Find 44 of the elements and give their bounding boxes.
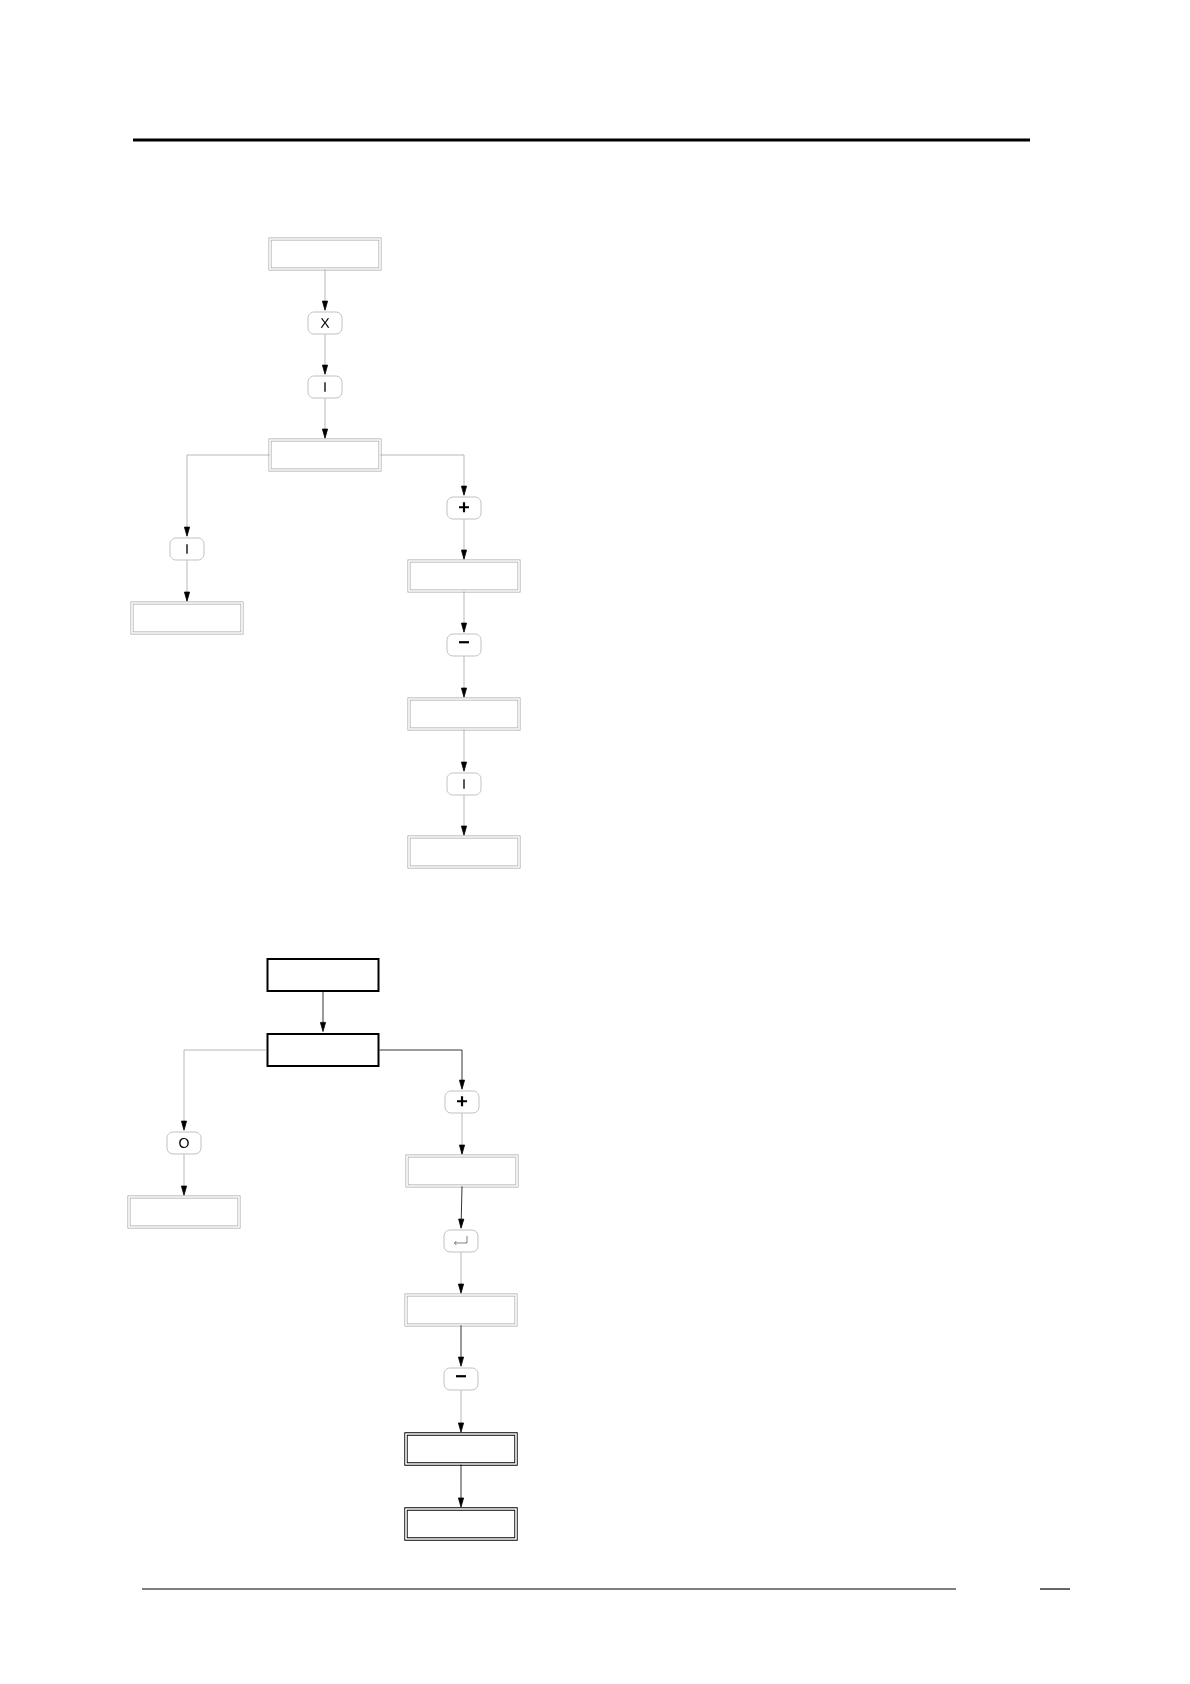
key-button: I bbox=[307, 375, 343, 399]
display-box bbox=[268, 237, 382, 271]
display-box bbox=[266, 958, 380, 992]
display-box bbox=[405, 1154, 519, 1188]
key-button: − bbox=[446, 633, 482, 657]
display-box bbox=[268, 438, 382, 472]
display-box bbox=[404, 1293, 518, 1327]
arrow bbox=[184, 454, 271, 537]
arrow bbox=[458, 1464, 464, 1508]
key-button: I bbox=[446, 772, 482, 796]
key-button: + bbox=[444, 1090, 480, 1114]
arrow bbox=[461, 518, 467, 560]
arrow bbox=[461, 794, 467, 836]
key-button: I bbox=[169, 537, 205, 561]
arrow bbox=[181, 1153, 187, 1196]
arrow bbox=[379, 1049, 465, 1090]
display-box bbox=[404, 1507, 518, 1541]
arrow bbox=[181, 1049, 267, 1131]
arrow bbox=[461, 655, 467, 698]
display-box bbox=[407, 697, 521, 731]
key-button: + bbox=[446, 496, 482, 520]
arrow bbox=[320, 991, 326, 1032]
key-button: − bbox=[443, 1367, 479, 1391]
arrow bbox=[459, 1112, 465, 1155]
display-box bbox=[130, 601, 244, 635]
key-button: X bbox=[307, 311, 343, 335]
key-button: O bbox=[166, 1131, 202, 1155]
display-box bbox=[407, 559, 521, 593]
arrow bbox=[461, 728, 467, 772]
arrow bbox=[458, 1251, 464, 1294]
display-box bbox=[407, 835, 521, 869]
display-box bbox=[127, 1195, 241, 1229]
arrow bbox=[322, 333, 328, 375]
arrow bbox=[184, 559, 190, 602]
arrow bbox=[379, 454, 467, 496]
display-box bbox=[266, 1033, 380, 1067]
arrow bbox=[458, 1324, 464, 1367]
arrow bbox=[461, 590, 467, 633]
arrow bbox=[458, 1389, 464, 1433]
arrow bbox=[322, 268, 328, 311]
key-button bbox=[443, 1229, 479, 1253]
display-box bbox=[404, 1432, 518, 1466]
arrow bbox=[458, 1185, 465, 1229]
arrow bbox=[322, 397, 328, 439]
